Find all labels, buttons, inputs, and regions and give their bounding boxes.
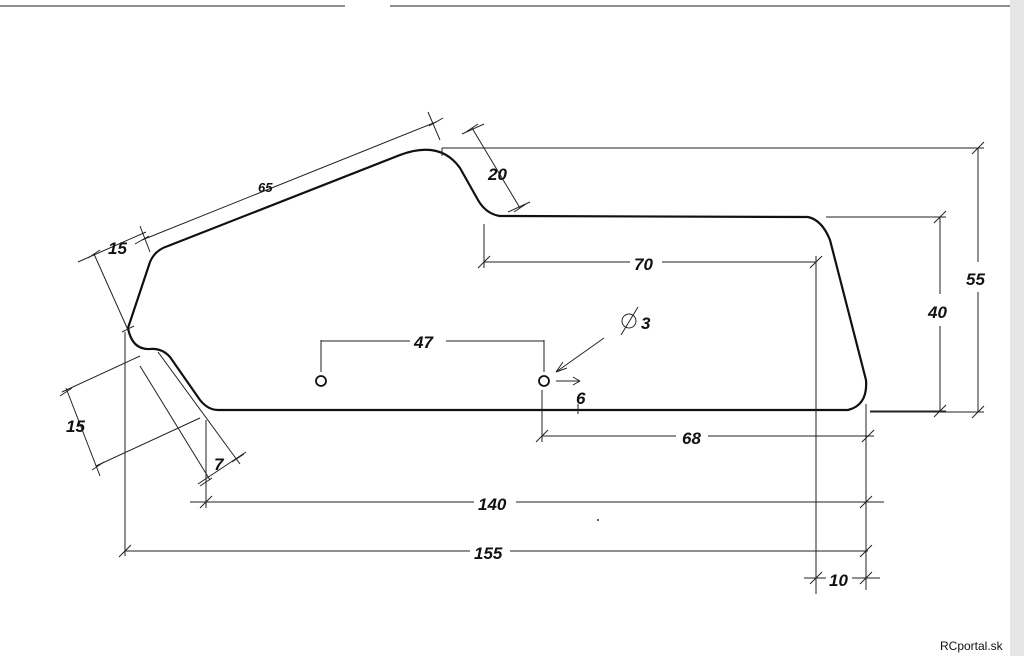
watermark-text: RCportal.sk — [940, 639, 1004, 653]
label-15-top: 15 — [108, 239, 127, 258]
label-155: 155 — [474, 544, 503, 563]
dimension-140: 140 — [190, 404, 884, 590]
part-outline — [126, 148, 868, 412]
dimension-10: 10 — [804, 256, 880, 594]
label-47: 47 — [413, 333, 434, 352]
label-20: 20 — [487, 165, 507, 184]
scan-edge — [1010, 0, 1024, 656]
dimension-68: 68 — [535, 390, 875, 448]
dimension-6: 6 — [556, 376, 586, 414]
label-10: 10 — [829, 571, 848, 590]
label-140: 140 — [478, 495, 507, 514]
label-70: 70 — [634, 255, 653, 274]
dimension-47: 47 — [320, 333, 545, 372]
label-3: 3 — [641, 314, 651, 333]
dimension-40: 40 — [826, 210, 947, 418]
dimension-diameter-3: 3 — [555, 306, 651, 373]
speck — [597, 519, 599, 521]
label-7: 7 — [214, 455, 225, 474]
label-65: 65 — [258, 180, 273, 195]
dimension-15-bottom: 15 — [59, 355, 201, 477]
label-6: 6 — [576, 389, 586, 408]
dimension-20: 20 — [461, 123, 531, 213]
dimension-65: 65 — [134, 111, 444, 253]
label-15-bottom: 15 — [66, 417, 85, 436]
hole-right — [538, 375, 550, 387]
label-40: 40 — [927, 303, 947, 322]
dimension-70: 70 — [477, 224, 823, 274]
label-55: 55 — [966, 270, 985, 289]
dimension-155: 155 — [118, 332, 873, 563]
diameter-symbol-icon — [620, 306, 639, 336]
hole-left — [315, 375, 327, 387]
dimension-15-top: 15 — [77, 231, 147, 333]
label-68: 68 — [682, 429, 701, 448]
dimension-55: 55 — [441, 141, 985, 419]
